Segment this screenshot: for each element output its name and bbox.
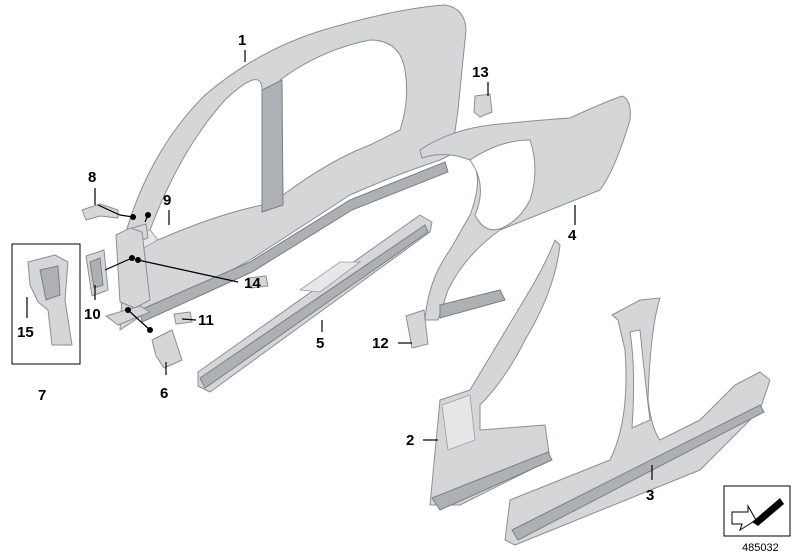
inner-side-frame[interactable] — [504, 297, 771, 546]
callout-7: 7 — [38, 387, 46, 404]
callout-10: 10 — [84, 306, 101, 323]
side-frame-assembly[interactable] — [119, 4, 467, 331]
callout-13: 13 — [472, 64, 489, 81]
bracket-10[interactable] — [85, 249, 109, 297]
orientation-arrow-icon — [723, 485, 791, 537]
callout-4: 4 — [568, 227, 577, 244]
catalog-number: 485032 — [742, 542, 779, 554]
callout-6: 6 — [160, 385, 168, 402]
rear-side-panel[interactable] — [419, 95, 631, 321]
callout-2: 2 — [406, 432, 414, 449]
bracket-11[interactable] — [173, 311, 193, 325]
callout-15: 15 — [17, 324, 34, 341]
leader-lines — [26, 50, 653, 480]
a-pillar-reinforcement[interactable] — [115, 227, 151, 309]
callout-12: 12 — [372, 335, 389, 352]
callout-1: 1 — [238, 32, 246, 49]
callout-9: 9 — [163, 192, 171, 209]
callout-8: 8 — [88, 169, 96, 186]
callout-14: 14 — [244, 275, 261, 292]
callout-5: 5 — [316, 335, 324, 352]
bracket-12[interactable] — [405, 309, 429, 349]
a-pillar-section[interactable] — [429, 239, 561, 511]
callout-11: 11 — [198, 312, 214, 329]
callout-3: 3 — [646, 487, 654, 504]
bracket-6[interactable] — [151, 329, 183, 369]
small-bracket-13[interactable] — [473, 93, 493, 118]
bracket-8[interactable] — [81, 203, 119, 221]
bracket-14[interactable] — [247, 275, 269, 289]
sill-reinforcement[interactable] — [197, 214, 433, 393]
inset-bracket-group[interactable] — [11, 243, 81, 365]
